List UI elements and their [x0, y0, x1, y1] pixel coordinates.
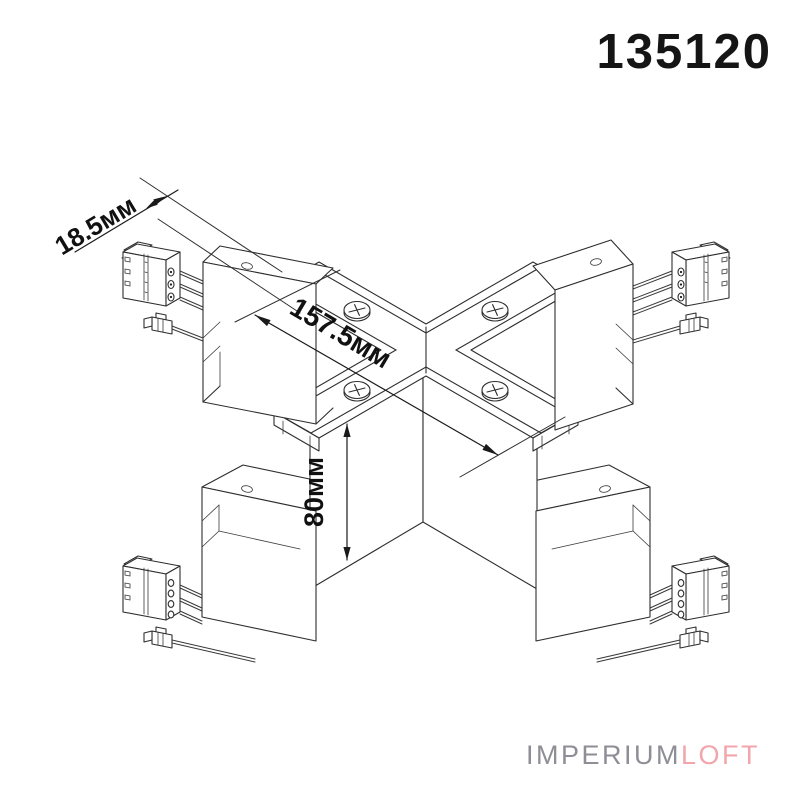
track-box-upper-right — [532, 239, 634, 431]
inner-corner-panels — [309, 372, 538, 590]
brand-logo: IMPERIUMLOFT — [526, 740, 760, 770]
dimension-arrow-icon — [343, 424, 351, 437]
wire-connector-lower-left — [122, 555, 256, 663]
track-box-upper-left — [202, 245, 334, 425]
dimension-label-80: 80мм — [299, 457, 329, 527]
phillips-screw-icon — [343, 380, 371, 402]
wire-connector-upper-right — [632, 241, 731, 344]
dimension-arrow-icon — [153, 196, 167, 205]
part-number: 135120 — [596, 25, 772, 79]
dimension-arrow-icon — [343, 547, 351, 560]
wire-connector-upper-left — [121, 241, 204, 342]
dimension-arrow-icon — [482, 443, 498, 455]
phillips-screw-icon — [481, 300, 509, 322]
track-box-lower-left — [201, 486, 317, 642]
track-box-lower-right — [535, 486, 651, 642]
phillips-screw-icon — [343, 300, 371, 322]
dimension-arrow-icon — [255, 315, 271, 327]
wire-connector-lower-right — [596, 555, 730, 663]
brand-logo-loft: LOFT — [681, 740, 760, 770]
brand-logo-imperium: IMPERIUM — [526, 740, 681, 770]
cover-plate — [273, 261, 579, 452]
dimension-arrow-icon — [146, 199, 158, 209]
dimension-height: 80мм — [299, 423, 351, 561]
phillips-screw-icon — [481, 380, 509, 402]
